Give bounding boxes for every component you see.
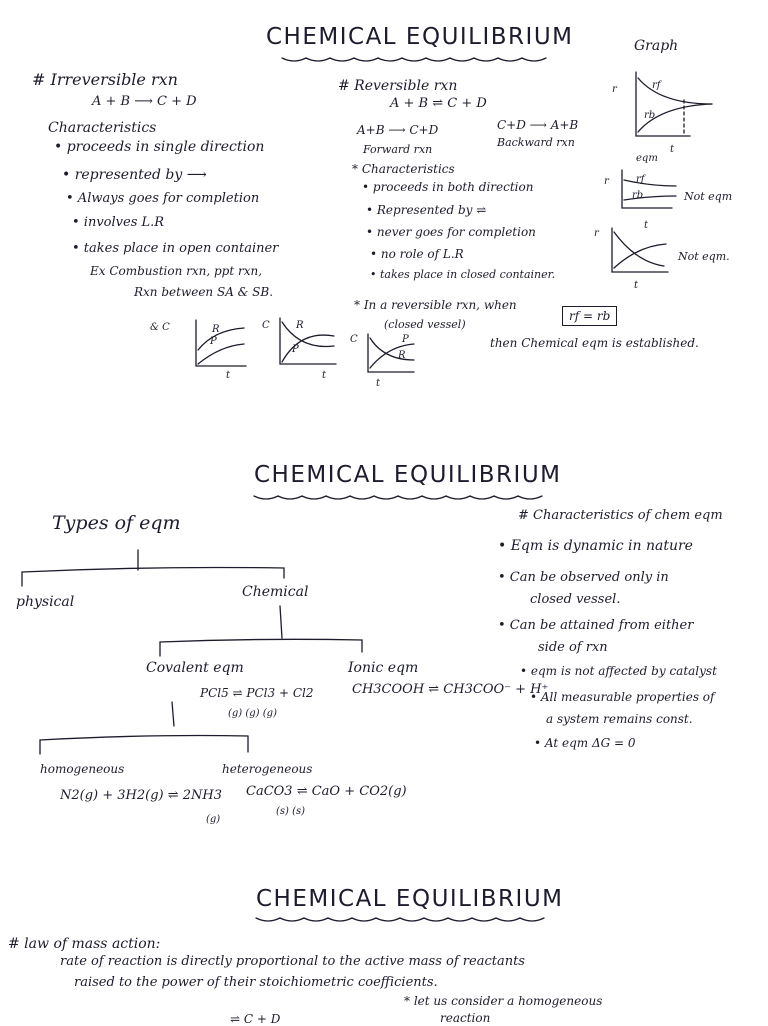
reversible-heading: # Reversible rxn — [338, 78, 458, 94]
forward-label: Forward rxn — [363, 143, 433, 156]
backward-equation: C+D ⟶ A+B — [497, 118, 579, 132]
ionic-equation: CH3COOH ⇌ CH3COO⁻ + H⁺ — [352, 682, 549, 697]
law-note: * let us consider a homogeneous — [404, 994, 603, 1008]
chem-eqm-item-9: • At eqm ΔG = 0 — [534, 736, 636, 750]
forward-equation: A+B ⟶ C+D — [357, 123, 439, 137]
chem-eqm-item-4: • Can be attained from either — [498, 618, 694, 633]
graph-irreversible-3: C P R t — [350, 333, 415, 389]
homogeneous-label: homogeneous — [40, 762, 125, 776]
graph-eqm: r rf rb t — [612, 71, 713, 155]
reversible-item-1: • proceeds in both direction — [362, 180, 534, 194]
svg-text:t: t — [670, 144, 675, 155]
page1-title: CHEMICAL EQUILIBRIUM — [266, 24, 574, 50]
chem-eqm-item-1: • Eqm is dynamic in nature — [498, 538, 693, 554]
reversible-item-5: • takes place in closed container. — [370, 268, 556, 281]
svg-text:R: R — [295, 320, 304, 331]
reversible-equation: A + B ⇌ C + D — [390, 96, 487, 111]
svg-text:r: r — [604, 176, 610, 187]
irreversible-item-4: • involves L.R — [72, 215, 165, 230]
svg-text:t: t — [634, 280, 639, 291]
backward-label: Backward rxn — [497, 136, 575, 149]
irreversible-example-2: Rxn between SA & SB. — [134, 285, 274, 299]
svg-text:t: t — [226, 370, 231, 381]
graph-label: Graph — [634, 38, 679, 54]
title-underline-1 — [281, 57, 547, 62]
chem-eqm-item-8: a system remains const. — [546, 712, 693, 726]
reversible-note-1: * In a reversible rxn, when — [354, 298, 517, 312]
svg-text:r: r — [612, 84, 618, 95]
irreversible-item-2: • represented by ⟶ — [62, 167, 207, 183]
graph-not-eqm-1: r rf rb t — [604, 169, 677, 231]
page2-title: CHEMICAL EQUILIBRIUM — [254, 462, 562, 488]
reversible-note-2: (closed vessel) — [384, 318, 466, 331]
reversible-item-4: • no role of L.R — [370, 247, 464, 261]
title-underline-3 — [255, 917, 545, 922]
chem-eqm-item-3: closed vessel. — [530, 592, 621, 607]
heterogeneous-label: heterogeneous — [222, 762, 313, 776]
title-underline-2 — [253, 495, 543, 500]
irreversible-item-5: • takes place in open container — [72, 241, 279, 256]
reversible-item-2: • Represented by ⇌ — [366, 203, 487, 217]
svg-text:C: C — [262, 320, 270, 331]
not-eqm-label-1: Not eqm — [684, 190, 733, 203]
law-line-2: raised to the power of their stoichiomet… — [74, 975, 438, 990]
svg-text:r: r — [594, 228, 600, 239]
eqm-label: eqm — [636, 153, 658, 164]
svg-text:rb: rb — [644, 110, 655, 121]
irreversible-item-1: • proceeds in single direction — [54, 139, 265, 155]
homogeneous-state: (g) — [206, 814, 221, 825]
graph-irreversible-1: & C R P t — [150, 319, 247, 381]
covalent-label: Covalent eqm — [146, 660, 244, 676]
reversible-char-heading: * Characteristics — [352, 162, 455, 176]
irreversible-equation: A + B ⟶ C + D — [92, 94, 197, 109]
svg-text:& C: & C — [150, 322, 170, 333]
law-heading: # law of mass action: — [8, 936, 161, 952]
svg-text:P: P — [291, 344, 299, 355]
bottom-equation: ⇌ C + D — [230, 1012, 281, 1026]
chem-eqm-item-7: • All measurable properties of — [530, 690, 715, 704]
svg-text:R: R — [211, 324, 220, 335]
reversible-item-3: • never goes for completion — [366, 225, 536, 239]
chem-eqm-item-5: side of rxn — [538, 640, 608, 655]
law-note-2: reaction — [440, 1011, 491, 1025]
law-line-1: rate of reaction is directly proportiona… — [60, 954, 525, 969]
svg-text:t: t — [322, 370, 327, 381]
chem-eqm-item-2: • Can be observed only in — [498, 570, 669, 585]
chem-eqm-item-6: • eqm is not affected by catalyst — [520, 664, 717, 678]
irreversible-example-1: Ex Combustion rxn, ppt rxn, — [90, 264, 263, 278]
covalent-equation: PCl5 ⇌ PCl3 + Cl2 — [200, 686, 314, 700]
svg-text:rf: rf — [652, 80, 663, 91]
reversible-note-3: then Chemical eqm is established. — [490, 336, 699, 350]
svg-text:t: t — [644, 220, 649, 231]
heterogeneous-equation: CaCO3 ⇌ CaO + CO2(g) — [246, 784, 407, 799]
graph-not-eqm-2: r t — [594, 227, 669, 291]
homogeneous-equation: N2(g) + 3H2(g) ⇌ 2NH3 — [60, 788, 223, 803]
graph-irreversible-2: C R P t — [262, 317, 337, 381]
chem-eqm-char-heading: # Characteristics of chem eqm — [518, 508, 723, 523]
covalent-states: (g) (g) (g) — [228, 708, 277, 719]
types-heading: Types of eqm — [52, 512, 181, 534]
svg-text:P: P — [209, 336, 217, 347]
svg-text:P: P — [401, 334, 409, 345]
svg-text:R: R — [397, 350, 406, 361]
svg-text:rf: rf — [636, 174, 647, 185]
heterogeneous-states: (s) (s) — [276, 806, 306, 817]
irreversible-heading: # Irreversible rxn — [32, 70, 178, 89]
irreversible-item-3: • Always goes for completion — [66, 191, 260, 206]
not-eqm-label-2: Not eqm. — [678, 250, 730, 263]
irreversible-char-heading: Characteristics — [48, 120, 157, 136]
reversible-note-box: rf = rb — [562, 306, 618, 326]
svg-text:t: t — [376, 378, 381, 389]
physical-label: physical — [16, 594, 75, 610]
svg-text:rb: rb — [632, 190, 643, 201]
svg-text:C: C — [350, 334, 358, 345]
chemical-label: Chemical — [242, 584, 309, 600]
ionic-label: Ionic eqm — [348, 660, 419, 676]
page3-title: CHEMICAL EQUILIBRIUM — [256, 886, 564, 912]
